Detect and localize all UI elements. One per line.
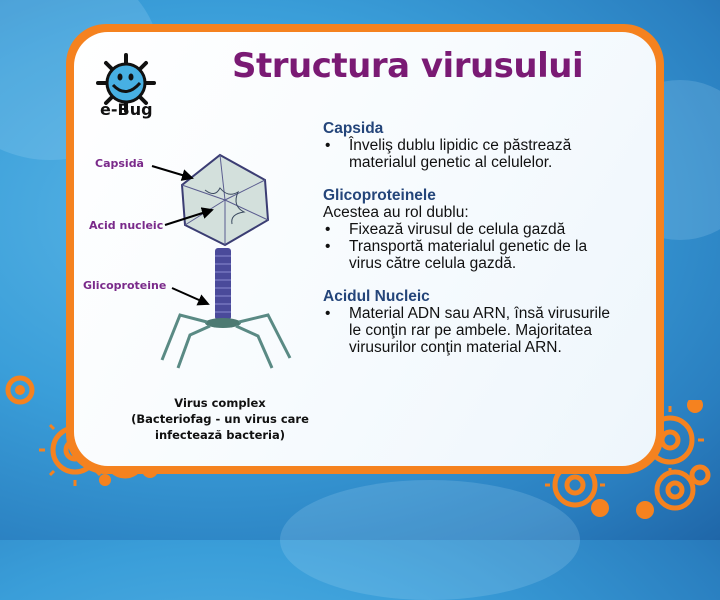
bullet-item: Fixează virusul de celula gazdă xyxy=(323,221,623,238)
caption-line: Virus complex xyxy=(174,396,266,410)
bullet-item: Transportă materialul genetic de la viru… xyxy=(323,238,623,272)
label-arrows xyxy=(151,165,214,306)
slide-title: Structura virusului xyxy=(232,46,584,86)
section-heading: Acidul Nucleic xyxy=(323,288,430,305)
section-nucleic-acid: Acidul Nucleic Material ADN sau ARN, îns… xyxy=(323,288,623,356)
label-nucleic-acid: Acid nucleic xyxy=(89,219,164,232)
section-glycoproteins: Glicoproteinele Acestea au rol dublu: Fi… xyxy=(323,187,623,272)
bullet-item: Înveliş dublu lipidic ce păstrează mater… xyxy=(323,137,623,171)
caption-line: infectează bacteria) xyxy=(155,428,285,442)
bacteriophage-diagram xyxy=(160,153,292,369)
ebug-logo-text: e-Bug xyxy=(100,100,153,119)
diagram-caption: Virus complex (Bacteriofag - un virus ca… xyxy=(130,395,310,443)
bullet-item: Material ADN sau ARN, însă virusurile le… xyxy=(323,305,623,356)
section-intro: Acestea au rol dublu: xyxy=(323,204,469,221)
ebug-logo-icon xyxy=(96,53,156,113)
label-glycoproteins: Glicoproteine xyxy=(83,279,167,292)
caption-line: (Bacteriofag - un virus care xyxy=(131,412,309,426)
section-heading: Glicoproteinele xyxy=(323,187,436,204)
label-capsid: Capsidă xyxy=(95,157,144,170)
section-heading: Capsida xyxy=(323,120,384,137)
section-capsid: Capsida Înveliş dublu lipidic ce păstrea… xyxy=(323,120,623,171)
content-text: Capsida Înveliş dublu lipidic ce păstrea… xyxy=(323,120,623,372)
